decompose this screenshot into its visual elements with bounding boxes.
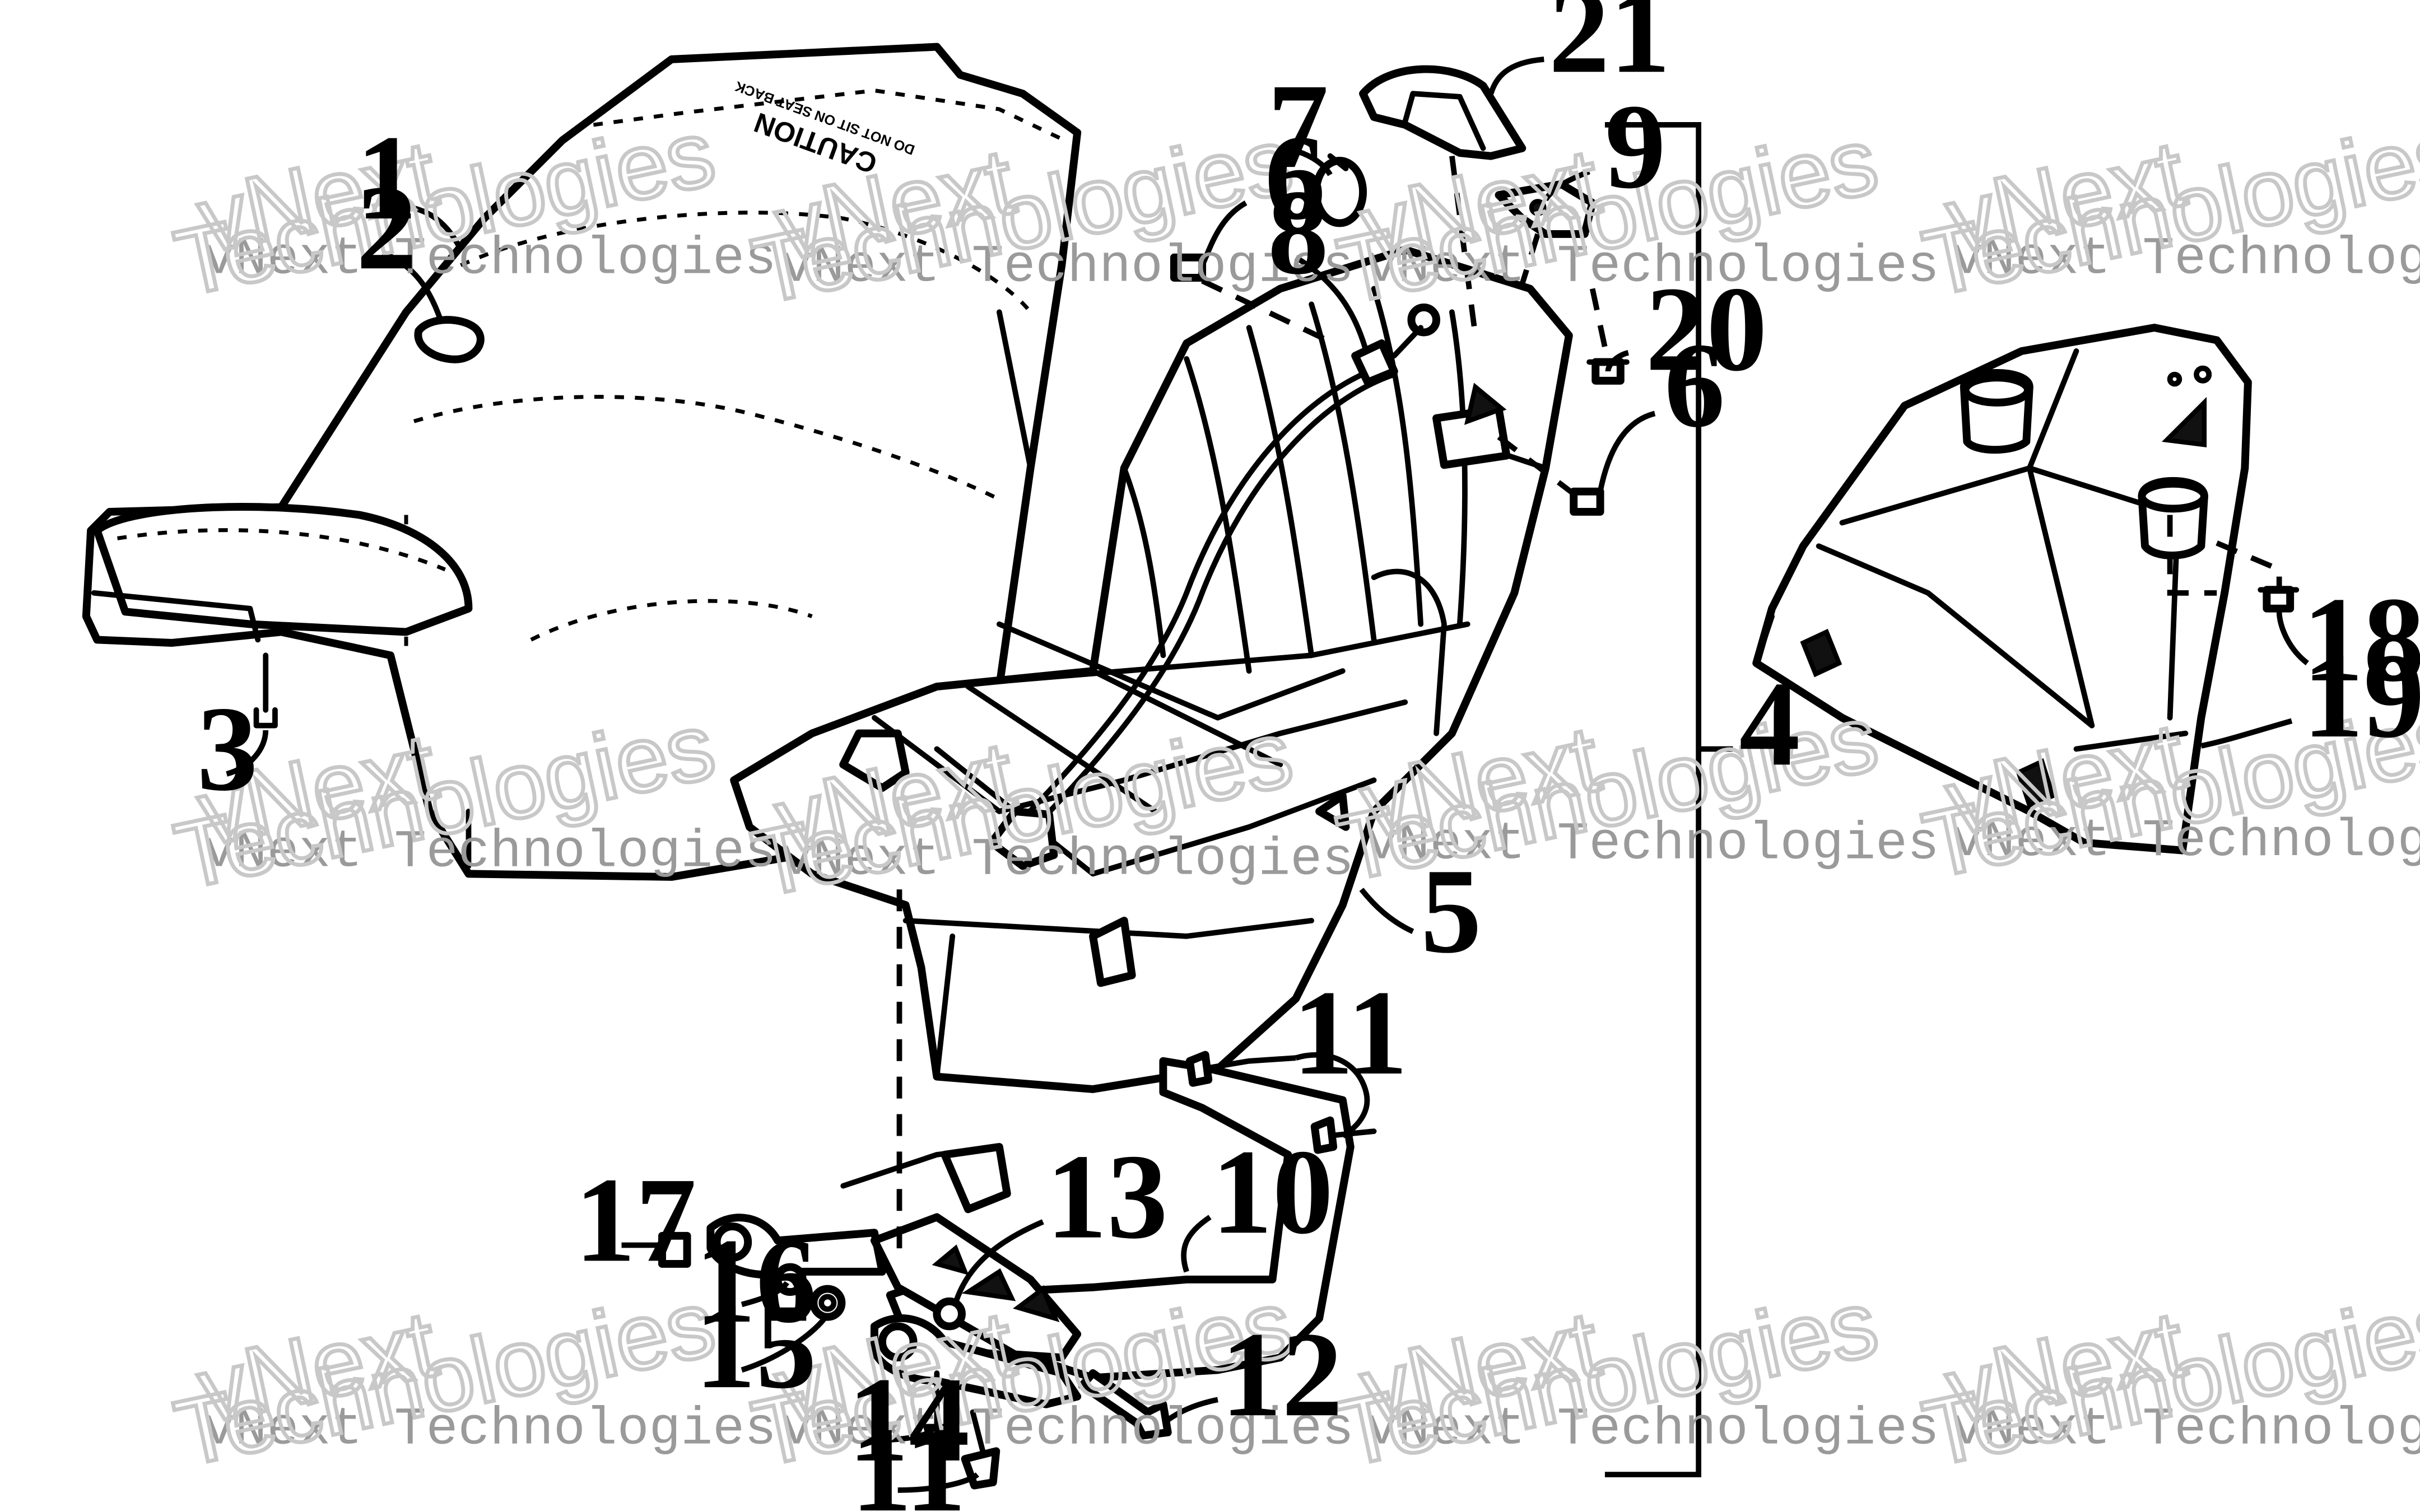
svg-text:vNext Technologies: vNext Technologies — [203, 822, 776, 882]
seat-base-frame — [730, 245, 1573, 1093]
callout-6-upper: 6 — [1265, 110, 1326, 245]
callout-19: 19 — [2302, 628, 2420, 763]
side-panel-part-19 — [1752, 324, 2252, 855]
callout-17: 17 — [575, 1152, 696, 1287]
callout-12: 12 — [1221, 1307, 1343, 1442]
bushing-part-17 — [658, 1231, 691, 1268]
bolt-part-12 — [1078, 1369, 1172, 1440]
svg-text:vNext Technologies: vNext Technologies — [781, 237, 1354, 297]
leader-lines — [226, 57, 2309, 1493]
callout-11-lower: 11 — [851, 1402, 966, 1512]
callout-13: 13 — [1046, 1130, 1167, 1264]
svg-text:vNext Technologies: vNext Technologies — [1366, 1399, 1939, 1459]
callout-2: 2 — [356, 160, 417, 295]
nut-part-15 — [809, 1285, 846, 1321]
callout-14: 14 — [848, 1352, 970, 1487]
rivet-part-11-upper-a — [1185, 1051, 1252, 1087]
callout-4: 4 — [1739, 656, 1800, 791]
clip-part-3 — [253, 652, 278, 729]
callout-21: 21 — [1549, 0, 1670, 99]
grommet-part-13 — [933, 1297, 966, 1331]
screw-part-18 — [2258, 586, 2300, 613]
mount-frame-part-10 — [706, 1057, 1355, 1408]
clip-part-6-upper — [1170, 253, 1207, 282]
svg-text:vNext Technologies: vNext Technologies — [1952, 1399, 2420, 1459]
callout-11-upper: 11 — [1293, 965, 1408, 1100]
callout-10: 10 — [1212, 1124, 1333, 1259]
svg-text:vNext Technologies: vNext Technologies — [203, 1399, 776, 1459]
svg-text:vNext Technologies: vNext Technologies — [1952, 811, 2420, 871]
seat-patch-part-2 — [414, 316, 485, 363]
callout-6-lower: 6 — [1664, 318, 1725, 453]
cap-part-21 — [1359, 65, 1527, 160]
seat-cushion: CAUTION DO NOT SIT ON SEAT BACK — [82, 43, 1082, 881]
ring-part-7 — [1312, 153, 1367, 227]
callout-20: 20 — [1645, 262, 1767, 396]
callout-18: 18 — [2302, 572, 2420, 707]
svg-text:vNext Technologies: vNext Technologies — [1952, 230, 2420, 290]
callout-16: 16 — [695, 1214, 816, 1348]
callout-9: 9 — [1605, 79, 1666, 214]
svg-text:vNext Technologies: vNext Technologies — [781, 1399, 1354, 1459]
rivet-part-14 — [923, 1370, 951, 1448]
callout-15: 15 — [695, 1279, 816, 1414]
cable-end-part-8 — [1351, 303, 1440, 386]
callout-3: 3 — [197, 682, 258, 816]
callout-labels: 1 2 3 4 5 6 6 7 8 9 10 11 11 12 13 14 15… — [197, 0, 2420, 1512]
callout-5: 5 — [1421, 844, 1482, 979]
svg-text:vNext Technologies: vNext Technologies — [1366, 815, 1939, 875]
clip-part-6-lower — [1570, 487, 1604, 516]
callout-7: 7 — [1268, 59, 1329, 194]
svg-text:vNext Technologies: vNext Technologies — [781, 830, 1354, 890]
svg-text:vNext Technologies: vNext Technologies — [1366, 237, 1939, 297]
callout-8: 8 — [1268, 165, 1329, 300]
svg-text:vNext Technologies: vNext Technologies — [203, 230, 776, 290]
callout-1: 1 — [356, 110, 417, 245]
